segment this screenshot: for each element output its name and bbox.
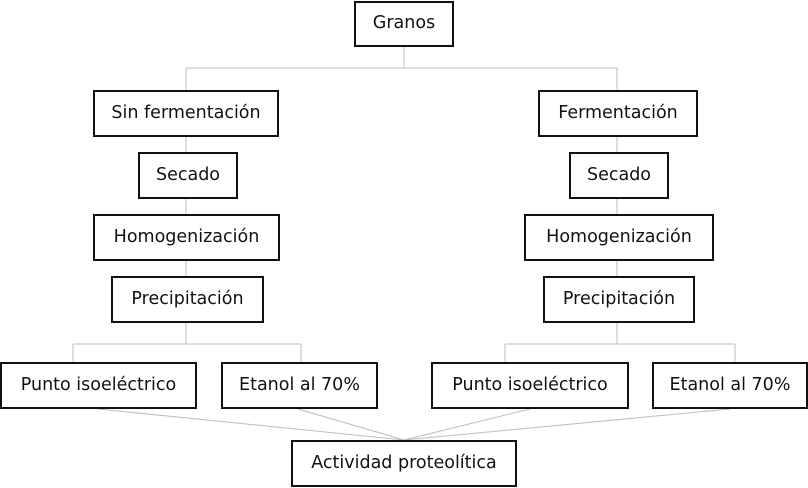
node-label: Precipitación — [562, 288, 676, 309]
node-label: Secado — [586, 164, 652, 185]
node-label: Fermentación — [558, 102, 678, 123]
connector-line — [403, 408, 531, 441]
node-right-homogenizacion: Homogenización — [524, 214, 714, 261]
node-left-etanol: Etanol al 70% — [221, 362, 378, 409]
node-actividad-proteolitica: Actividad proteolítica — [291, 440, 517, 487]
node-left-secado: Secado — [138, 152, 238, 199]
node-left-punto-isoelectrico: Punto isoeléctrico — [0, 362, 197, 409]
node-right-precipitacion: Precipitación — [543, 276, 695, 323]
node-label: Etanol al 70% — [239, 374, 360, 395]
node-right-etanol: Etanol al 70% — [652, 362, 808, 409]
node-label: Sin fermentación — [111, 102, 261, 123]
node-label: Punto isoeléctrico — [452, 374, 608, 395]
node-granos: Granos — [354, 1, 454, 47]
connector-line — [297, 408, 405, 441]
node-label: Granos — [372, 13, 436, 34]
node-sin-fermentacion: Sin fermentación — [93, 90, 279, 137]
node-label: Homogenización — [113, 226, 260, 247]
node-left-precipitacion: Precipitación — [111, 276, 264, 323]
node-label: Secado — [155, 164, 221, 185]
node-left-homogenizacion: Homogenización — [93, 214, 280, 261]
node-label: Etanol al 70% — [669, 374, 791, 395]
node-label: Homogenización — [546, 226, 692, 247]
connector-line — [97, 408, 405, 441]
node-label: Actividad proteolítica — [311, 452, 497, 473]
node-label: Precipitación — [131, 288, 244, 309]
node-right-punto-isoelectrico: Punto isoeléctrico — [431, 362, 629, 409]
node-right-secado: Secado — [569, 152, 669, 199]
connector-line — [403, 408, 731, 441]
node-fermentacion: Fermentación — [538, 90, 698, 137]
node-label: Punto isoeléctrico — [20, 374, 177, 395]
